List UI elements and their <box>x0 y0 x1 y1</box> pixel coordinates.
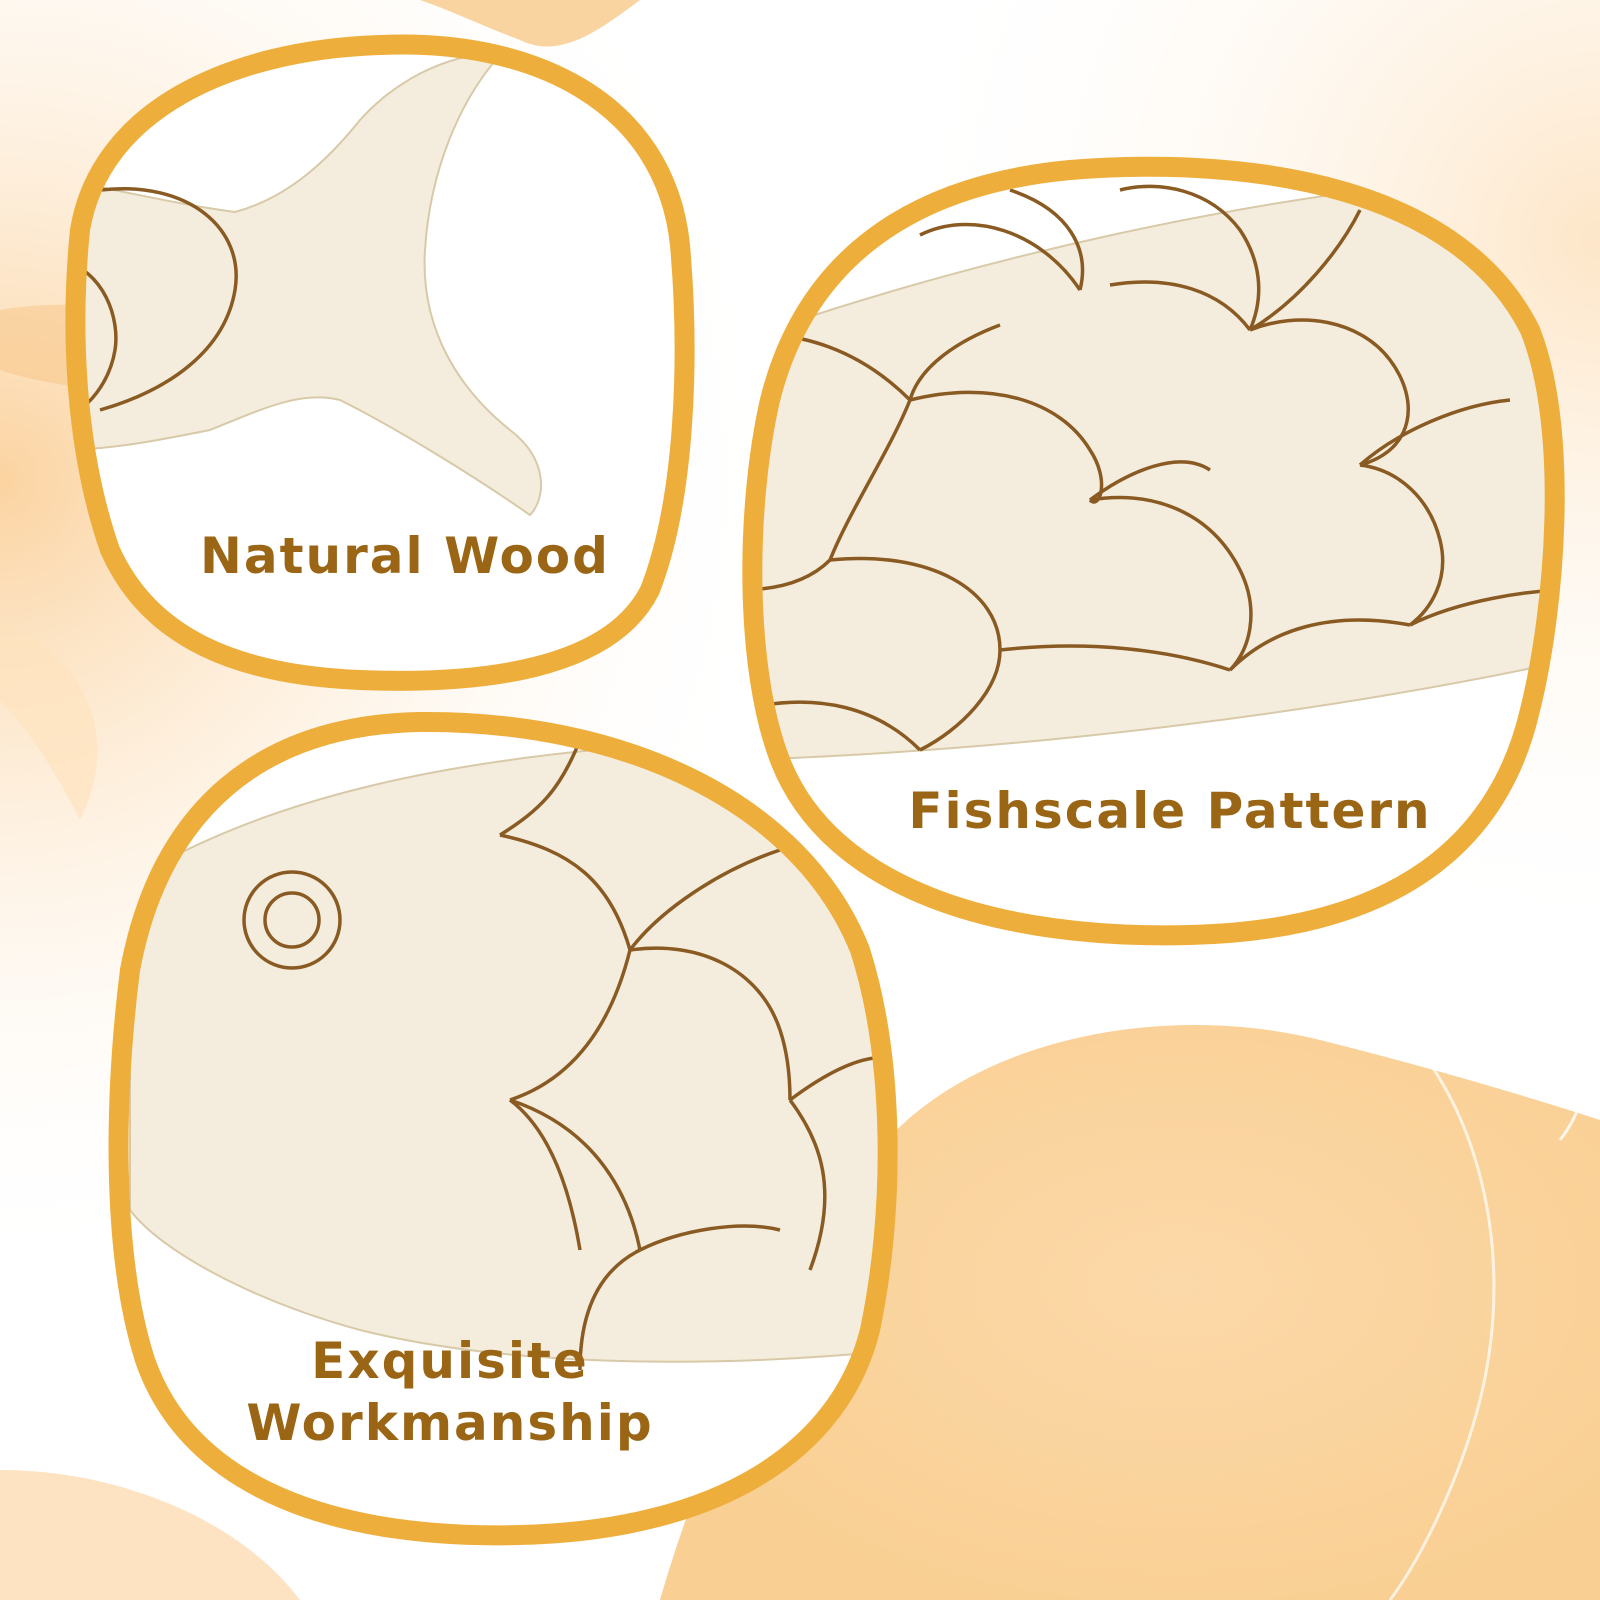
tail-fin-illustration <box>65 34 695 691</box>
eye-icon <box>242 870 342 970</box>
wood-head-shape <box>129 733 888 1363</box>
fish-head-illustration <box>108 711 898 1546</box>
fishscale-illustration <box>742 156 1565 946</box>
caption-line-2: Workmanship <box>246 1394 654 1452</box>
caption-line-1: Exquisite <box>311 1332 589 1390</box>
exquisite-workmanship-caption: Exquisite Workmanship <box>190 1330 710 1454</box>
natural-wood-caption: Natural Wood <box>200 527 610 585</box>
fishscale-pattern-caption: Fishscale Pattern <box>908 782 1432 840</box>
natural-wood-panel: Natural Wood <box>60 30 700 691</box>
fishscale-pattern-panel: Fishscale Pattern <box>740 150 1570 950</box>
scale-lines <box>499 739 888 1371</box>
scale-lines <box>752 184 1555 752</box>
exquisite-workmanship-panel: Exquisite Workmanship <box>100 710 900 1550</box>
wood-tail-shape <box>75 53 542 517</box>
